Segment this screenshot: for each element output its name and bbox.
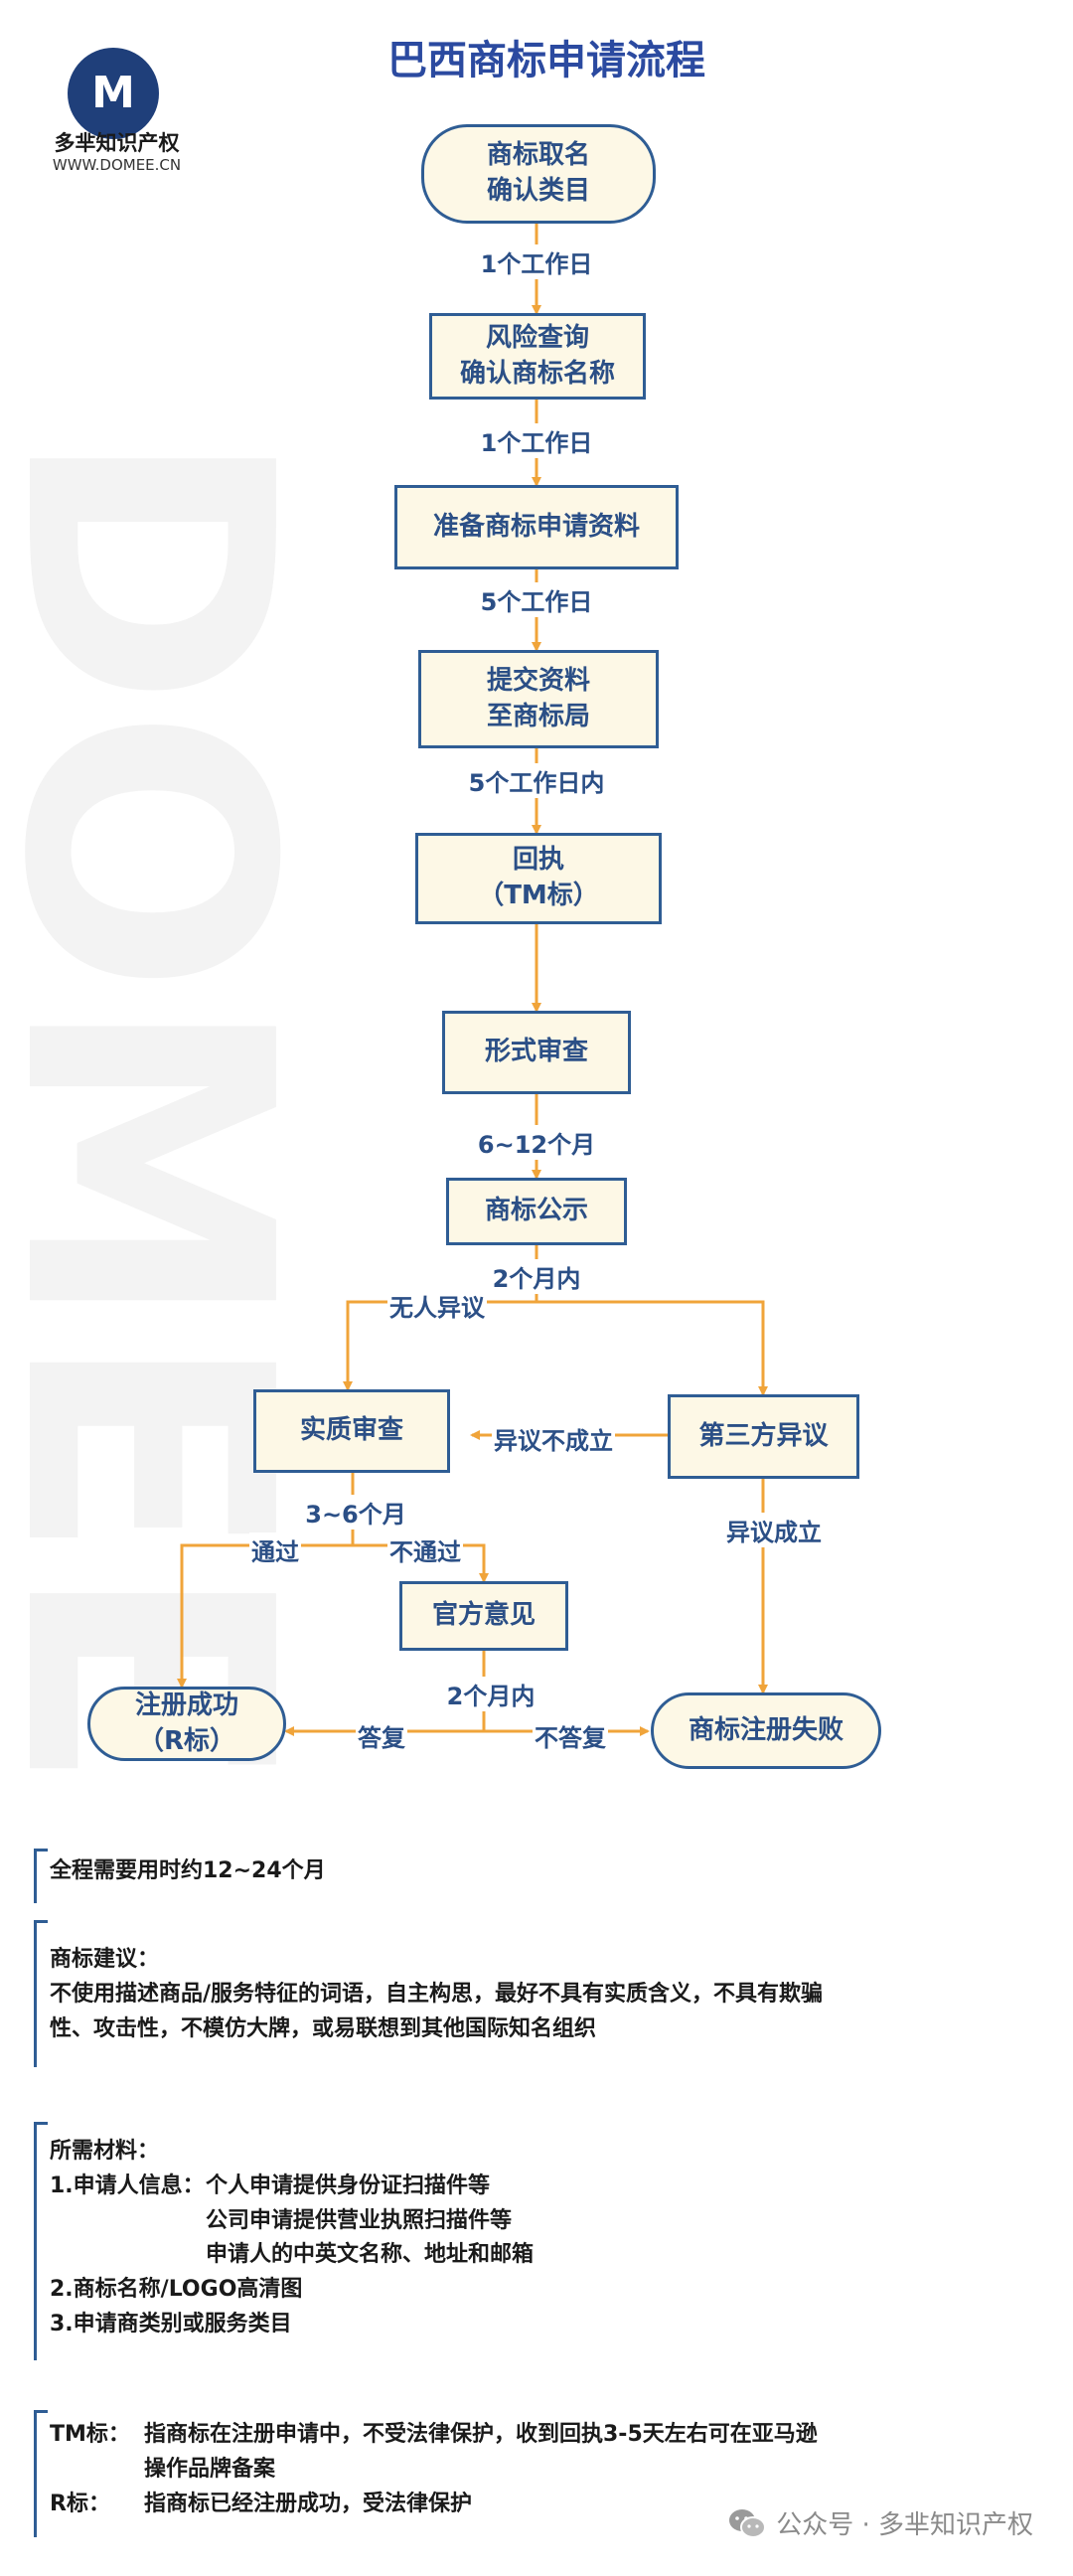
result-success: 注册成功 （R标）: [87, 1687, 286, 1761]
note-glossary: TM标： 指商标在注册申请中，不受法律保护，收到回执3-5天左右可在亚马逊 操作品…: [50, 2418, 1043, 2521]
note-total-text: 全程需要用时约12~24个月: [50, 1858, 326, 1883]
r-line: R标： 指商标已经注册成功，受法律保护: [50, 2488, 1043, 2522]
step-naming: 商标取名 确认类目: [421, 124, 656, 224]
time-label-2: 1个工作日: [478, 423, 595, 458]
materials-item-2: 2.商标名称/LOGO高清图: [50, 2277, 303, 2302]
tm-label: TM标：: [50, 2422, 130, 2447]
time-label-1: 1个工作日: [478, 244, 595, 279]
note-tick: [34, 1920, 48, 1923]
note-tick: [34, 1849, 48, 1852]
result-fail: 商标注册失败: [651, 1692, 881, 1769]
step-prepare-docs: 准备商标申请资料: [394, 485, 679, 569]
r-label: R标：: [50, 2491, 110, 2516]
materials-item-1c: 申请人的中英文名称、地址和邮箱: [206, 2242, 535, 2268]
footer-text: 公众号 · 多芈知识产权: [776, 2510, 1033, 2540]
step-official-opinion: 官方意见: [399, 1581, 568, 1651]
label-objection-fail: 异议不成立: [492, 1421, 615, 1456]
note-total-time: 全程需要用时约12~24个月: [50, 1854, 1043, 1889]
step-risk-check: 风险查询 确认商标名称: [429, 313, 646, 400]
tm-text: 指商标在注册申请中，不受法律保护，收到回执3-5天左右可在亚马逊: [144, 2422, 818, 2447]
time-label-9: 2个月内: [444, 1677, 537, 1711]
time-label-4: 5个工作日内: [466, 763, 607, 798]
materials-item-1b: 公司申请提供营业执照扫描件等: [206, 2207, 513, 2233]
r-text: 指商标已经注册成功，受法律保护: [144, 2491, 473, 2516]
note-bracket-glossary: [34, 2410, 37, 2537]
advice-line: 性、攻击性，不模仿大牌，或易联想到其他国际知名组织: [50, 2015, 597, 2041]
time-label-3: 5个工作日: [478, 582, 595, 617]
label-objection-ok: 异议成立: [724, 1513, 824, 1547]
materials-item-3: 3.申请商类别或服务类目: [50, 2311, 292, 2336]
step-substantive-exam: 实质审查: [253, 1389, 450, 1473]
logo-url: WWW.DOMEE.CN: [52, 156, 182, 174]
note-bracket-advice: [34, 1920, 37, 2067]
arrow-third-party: [536, 1300, 768, 1396]
materials-item-1-label: 1.申请人信息：: [50, 2173, 205, 2198]
note-advice: 商标建议： 不使用描述商品/服务特征的词语，自主构思，最好不具有实质含义，不具有…: [50, 1943, 1043, 2046]
label-no-reply: 不答复: [533, 1718, 608, 1753]
tm-line: TM标： 指商标在注册申请中，不受法律保护，收到回执3-5天左右可在亚马逊: [50, 2418, 1043, 2453]
label-no-objection: 无人异议: [387, 1288, 487, 1323]
note-bracket-materials: [34, 2122, 37, 2360]
time-label-7: 2个月内: [490, 1259, 583, 1294]
note-bracket-total: [34, 1849, 37, 1903]
time-label-8: 3~6个月: [303, 1495, 408, 1530]
logo-letter: M: [91, 68, 135, 118]
footer: 公众号 · 多芈知识产权: [728, 2504, 1033, 2541]
note-tick: [34, 2410, 48, 2413]
step-third-party-objection: 第三方异议: [668, 1394, 859, 1479]
logo-name: 多芈知识产权: [54, 131, 180, 155]
note-tick: [34, 2122, 48, 2125]
step-submit: 提交资料 至商标局: [418, 650, 659, 748]
tm-text-2: 操作品牌备案: [144, 2456, 276, 2482]
advice-line: 不使用描述商品/服务特征的词语，自主构思，最好不具有实质含义，不具有欺骗: [50, 1981, 824, 2007]
materials-title: 所需材料：: [50, 2139, 160, 2164]
label-no-pass: 不通过: [387, 1532, 463, 1567]
step-formal-exam: 形式审查: [442, 1011, 631, 1094]
label-reply: 答复: [356, 1718, 407, 1753]
step-receipt: 回执 （TM标）: [415, 833, 662, 924]
advice-title: 商标建议：: [50, 1947, 160, 1972]
materials-item-1: 1.申请人信息：个人申请提供身份证扫描件等: [50, 2170, 1043, 2204]
time-label-6: 6~12个月: [475, 1125, 598, 1160]
note-materials: 所需材料： 1.申请人信息：个人申请提供身份证扫描件等 公司申请提供营业执照扫描…: [50, 2135, 1043, 2342]
label-pass: 通过: [249, 1532, 301, 1567]
page-title: 巴西商标申请流程: [387, 38, 705, 83]
wechat-icon: [729, 2508, 767, 2538]
materials-item-1a: 个人申请提供身份证扫描件等: [206, 2173, 491, 2198]
step-publication: 商标公示: [446, 1178, 627, 1245]
logo-icon: M: [68, 48, 159, 139]
